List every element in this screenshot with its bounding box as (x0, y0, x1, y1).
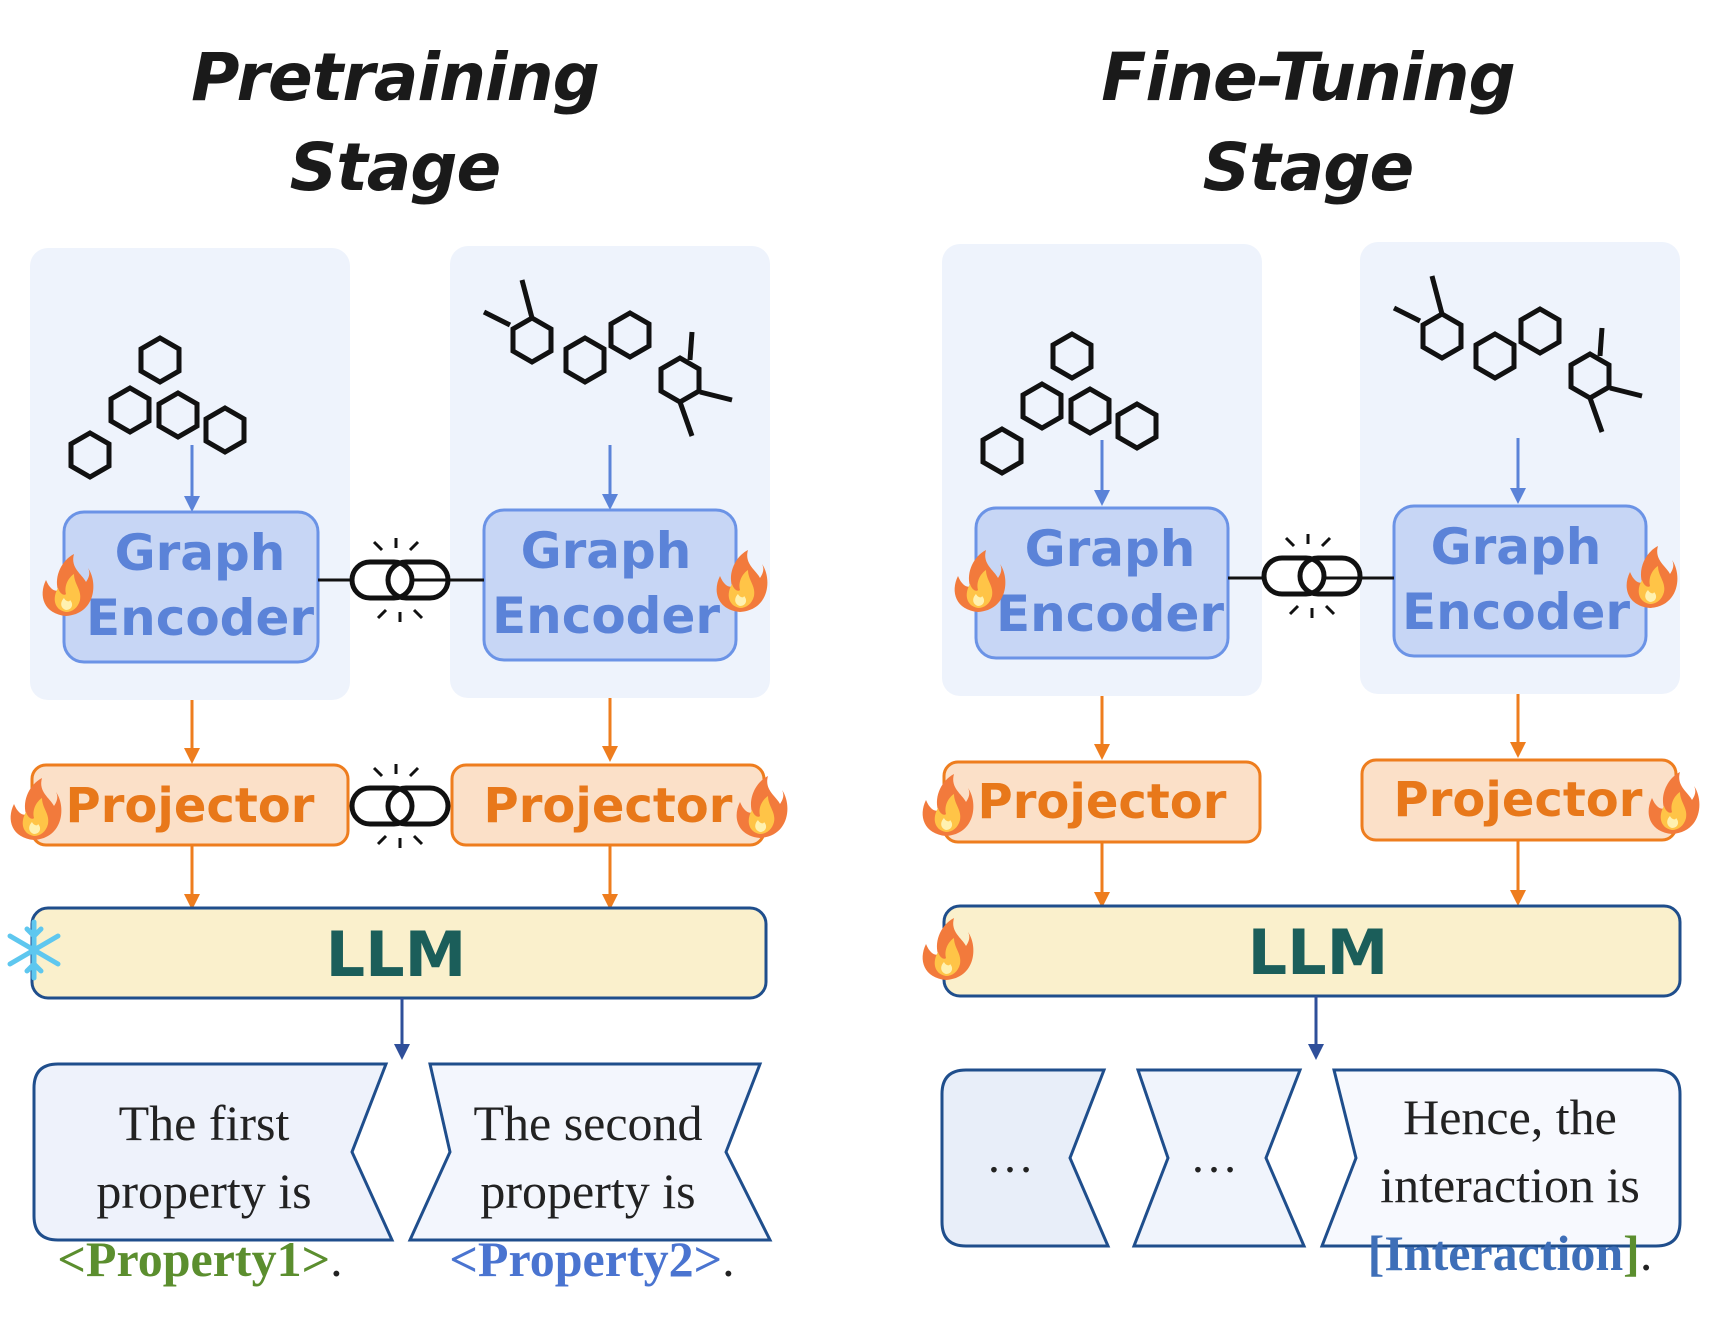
pretraining-title-line1: Pretraining (191, 39, 599, 116)
output-ellipsis: … (986, 1130, 1034, 1183)
molecule-icon (1392, 275, 1643, 433)
encoder-label: Encoder (1402, 583, 1630, 641)
output-interaction-line: [Interaction]. (1368, 1225, 1653, 1281)
output-box-final (1319, 1068, 1682, 1248)
pretraining-stage: Pretraining Stage Graph Encoder Graph (10, 39, 788, 1287)
output-text: property is (480, 1163, 695, 1219)
projector-label: Projector (66, 778, 315, 834)
llm-label: LLM (326, 918, 467, 991)
output-text: property is (96, 1163, 311, 1219)
projector-label: Projector (978, 774, 1227, 830)
output-box-dots-2 (1131, 1068, 1307, 1248)
output-property-line: <Property1>. (57, 1231, 342, 1287)
chain-link-icon (352, 764, 448, 848)
output-ellipsis: … (1190, 1130, 1238, 1183)
projector-label: Projector (484, 778, 733, 834)
encoder-label: Encoder (492, 587, 720, 645)
output-box-right (407, 1062, 773, 1242)
output-property-line: <Property2>. (449, 1231, 734, 1287)
encoder-label: Graph (115, 524, 286, 582)
pretraining-title-line2: Stage (290, 129, 501, 206)
output-text: The first (119, 1095, 290, 1151)
encoder-label: Graph (521, 522, 692, 580)
encoder-label: Encoder (86, 589, 314, 647)
projector-label: Projector (1394, 772, 1643, 828)
output-text: The second (473, 1095, 702, 1151)
output-text: interaction is (1380, 1157, 1640, 1213)
output-box-dots-1 (940, 1068, 1111, 1248)
finetuning-stage: Fine-Tuning Stage Graph Encoder Graph En… (922, 39, 1700, 1281)
finetuning-title-line1: Fine-Tuning (1101, 39, 1515, 116)
encoder-label: Encoder (996, 585, 1224, 643)
finetuning-title-line2: Stage (1203, 129, 1414, 206)
output-text: Hence, the (1403, 1089, 1617, 1145)
molecule-icon (482, 279, 733, 437)
llm-label: LLM (1248, 916, 1389, 989)
chain-link-icon (1264, 534, 1360, 618)
encoder-label: Graph (1025, 520, 1196, 578)
output-box-left (32, 1062, 395, 1242)
encoder-label: Graph (1431, 518, 1602, 576)
